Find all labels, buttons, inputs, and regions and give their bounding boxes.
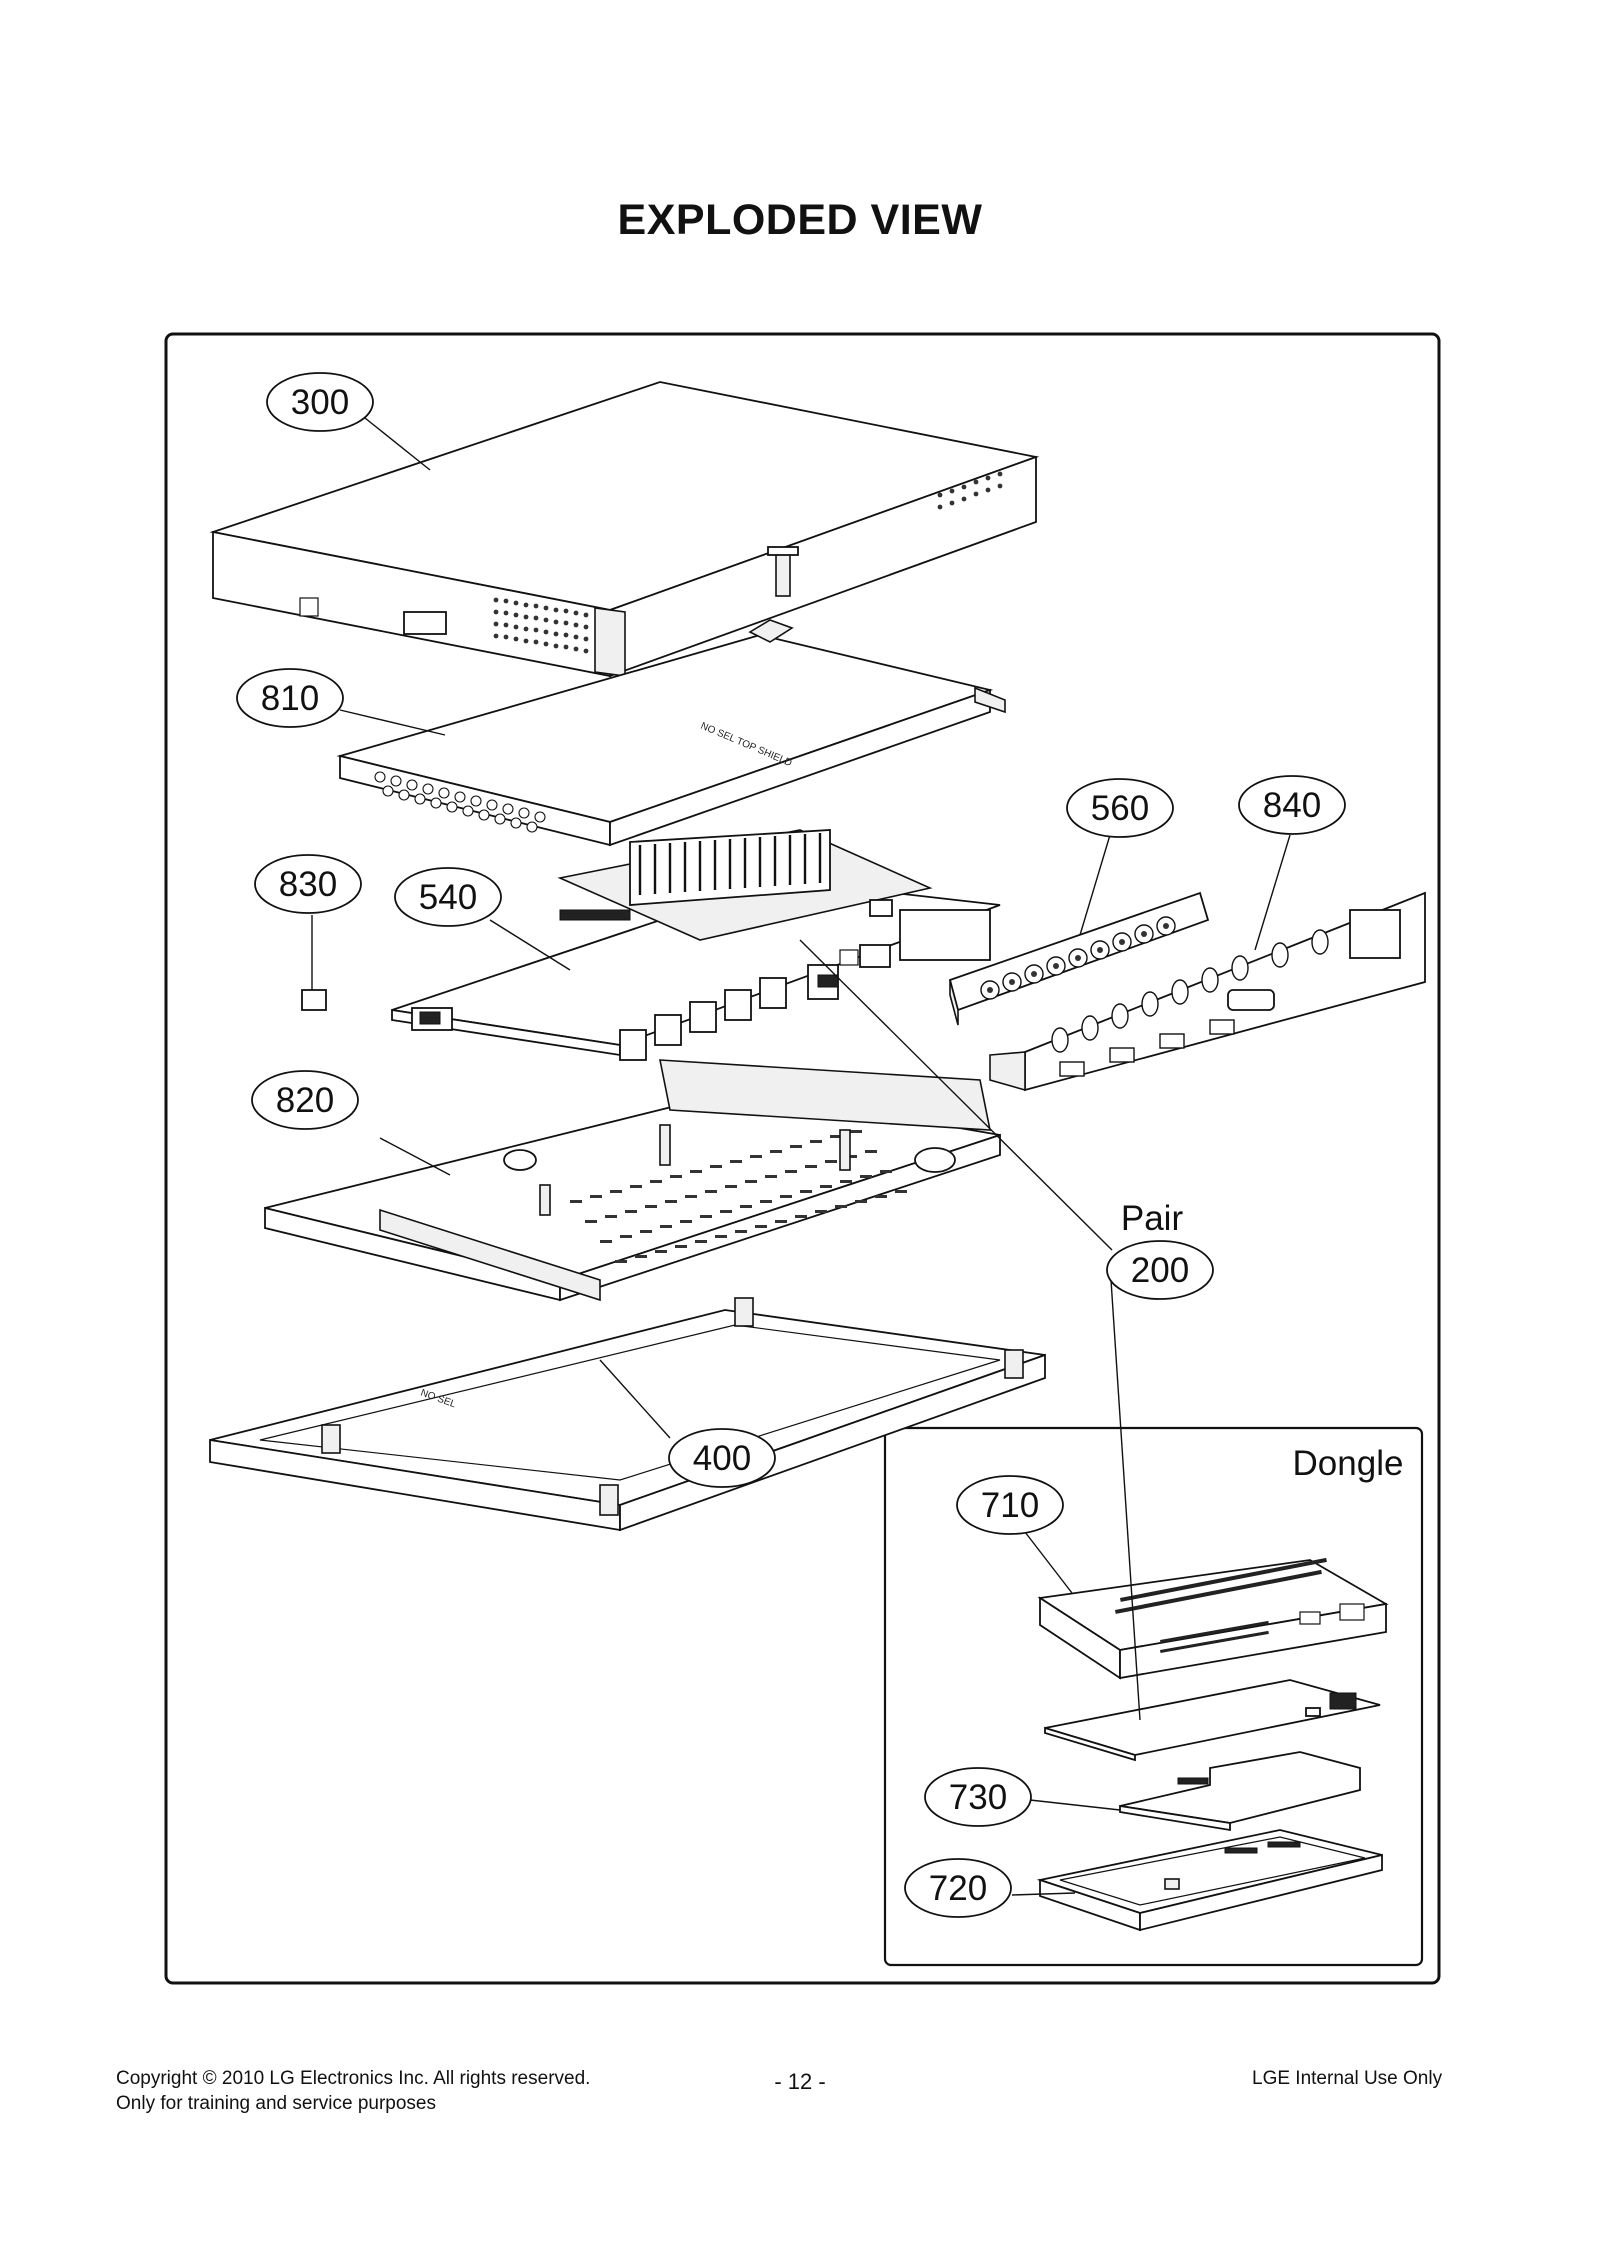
dongle-frame — [883, 1426, 1424, 1967]
footer-page-number: - 12 - — [774, 2069, 826, 2094]
callout-820: 820 — [251, 1070, 359, 1130]
callout-730-text: 730 — [949, 1778, 1007, 1817]
clip-part — [301, 989, 327, 1011]
callout-810: 810 — [236, 668, 344, 728]
callout-300-text: 300 — [291, 383, 349, 422]
callout-720: 720 — [904, 1858, 1012, 1918]
callout-540: 540 — [394, 867, 502, 927]
page-title: EXPLODED VIEW — [617, 196, 983, 244]
leader-lines — [311, 409, 1291, 1896]
callout-400: 400 — [668, 1428, 776, 1488]
diagram-frame — [164, 332, 1441, 1985]
callout-730: 730 — [924, 1767, 1032, 1827]
callout-820-text: 820 — [276, 1081, 334, 1120]
jack-bracket-part — [948, 891, 1210, 1026]
footer-purpose: Only for training and service purposes — [116, 2093, 436, 2114]
dongle-label: Dongle — [1293, 1444, 1404, 1483]
callout-200: 200 — [1106, 1240, 1214, 1300]
top-cover-part — [209, 381, 1040, 678]
main-board-part — [391, 829, 1001, 1061]
top-shield-part: NO SEL TOP SHIELD — [336, 619, 1006, 847]
dongle-bottom-case-part — [1036, 1829, 1383, 1932]
callout-710-text: 710 — [981, 1486, 1039, 1525]
callout-300: 300 — [266, 372, 374, 432]
callout-200-text: 200 — [1131, 1251, 1189, 1290]
callout-840: 840 — [1238, 775, 1346, 835]
footer-copyright: Copyright © 2010 LG Electronics Inc. All… — [116, 2068, 591, 2089]
callout-560-text: 560 — [1091, 789, 1149, 828]
dongle-top-case-part — [1037, 1557, 1389, 1680]
callout-830: 830 — [254, 854, 362, 914]
footer-internal-use: LGE Internal Use Only — [1252, 2068, 1443, 2089]
callout-560: 560 — [1066, 778, 1174, 838]
pair-label: Pair — [1121, 1199, 1184, 1238]
callout-840-text: 840 — [1263, 786, 1321, 825]
callout-830-text: 830 — [279, 865, 337, 904]
bottom-chassis-part — [264, 1059, 1001, 1302]
base-frame-part: NO SEL — [209, 1297, 1046, 1532]
callout-540-text: 540 — [419, 878, 477, 917]
callout-400-text: 400 — [693, 1439, 751, 1478]
callout-720-text: 720 — [929, 1869, 987, 1908]
rear-panel-part — [989, 891, 1426, 1092]
dongle-shield-part — [1119, 1751, 1361, 1832]
callout-710: 710 — [956, 1475, 1064, 1535]
callout-810-text: 810 — [261, 679, 319, 718]
dongle-board-part — [1044, 1679, 1381, 1762]
